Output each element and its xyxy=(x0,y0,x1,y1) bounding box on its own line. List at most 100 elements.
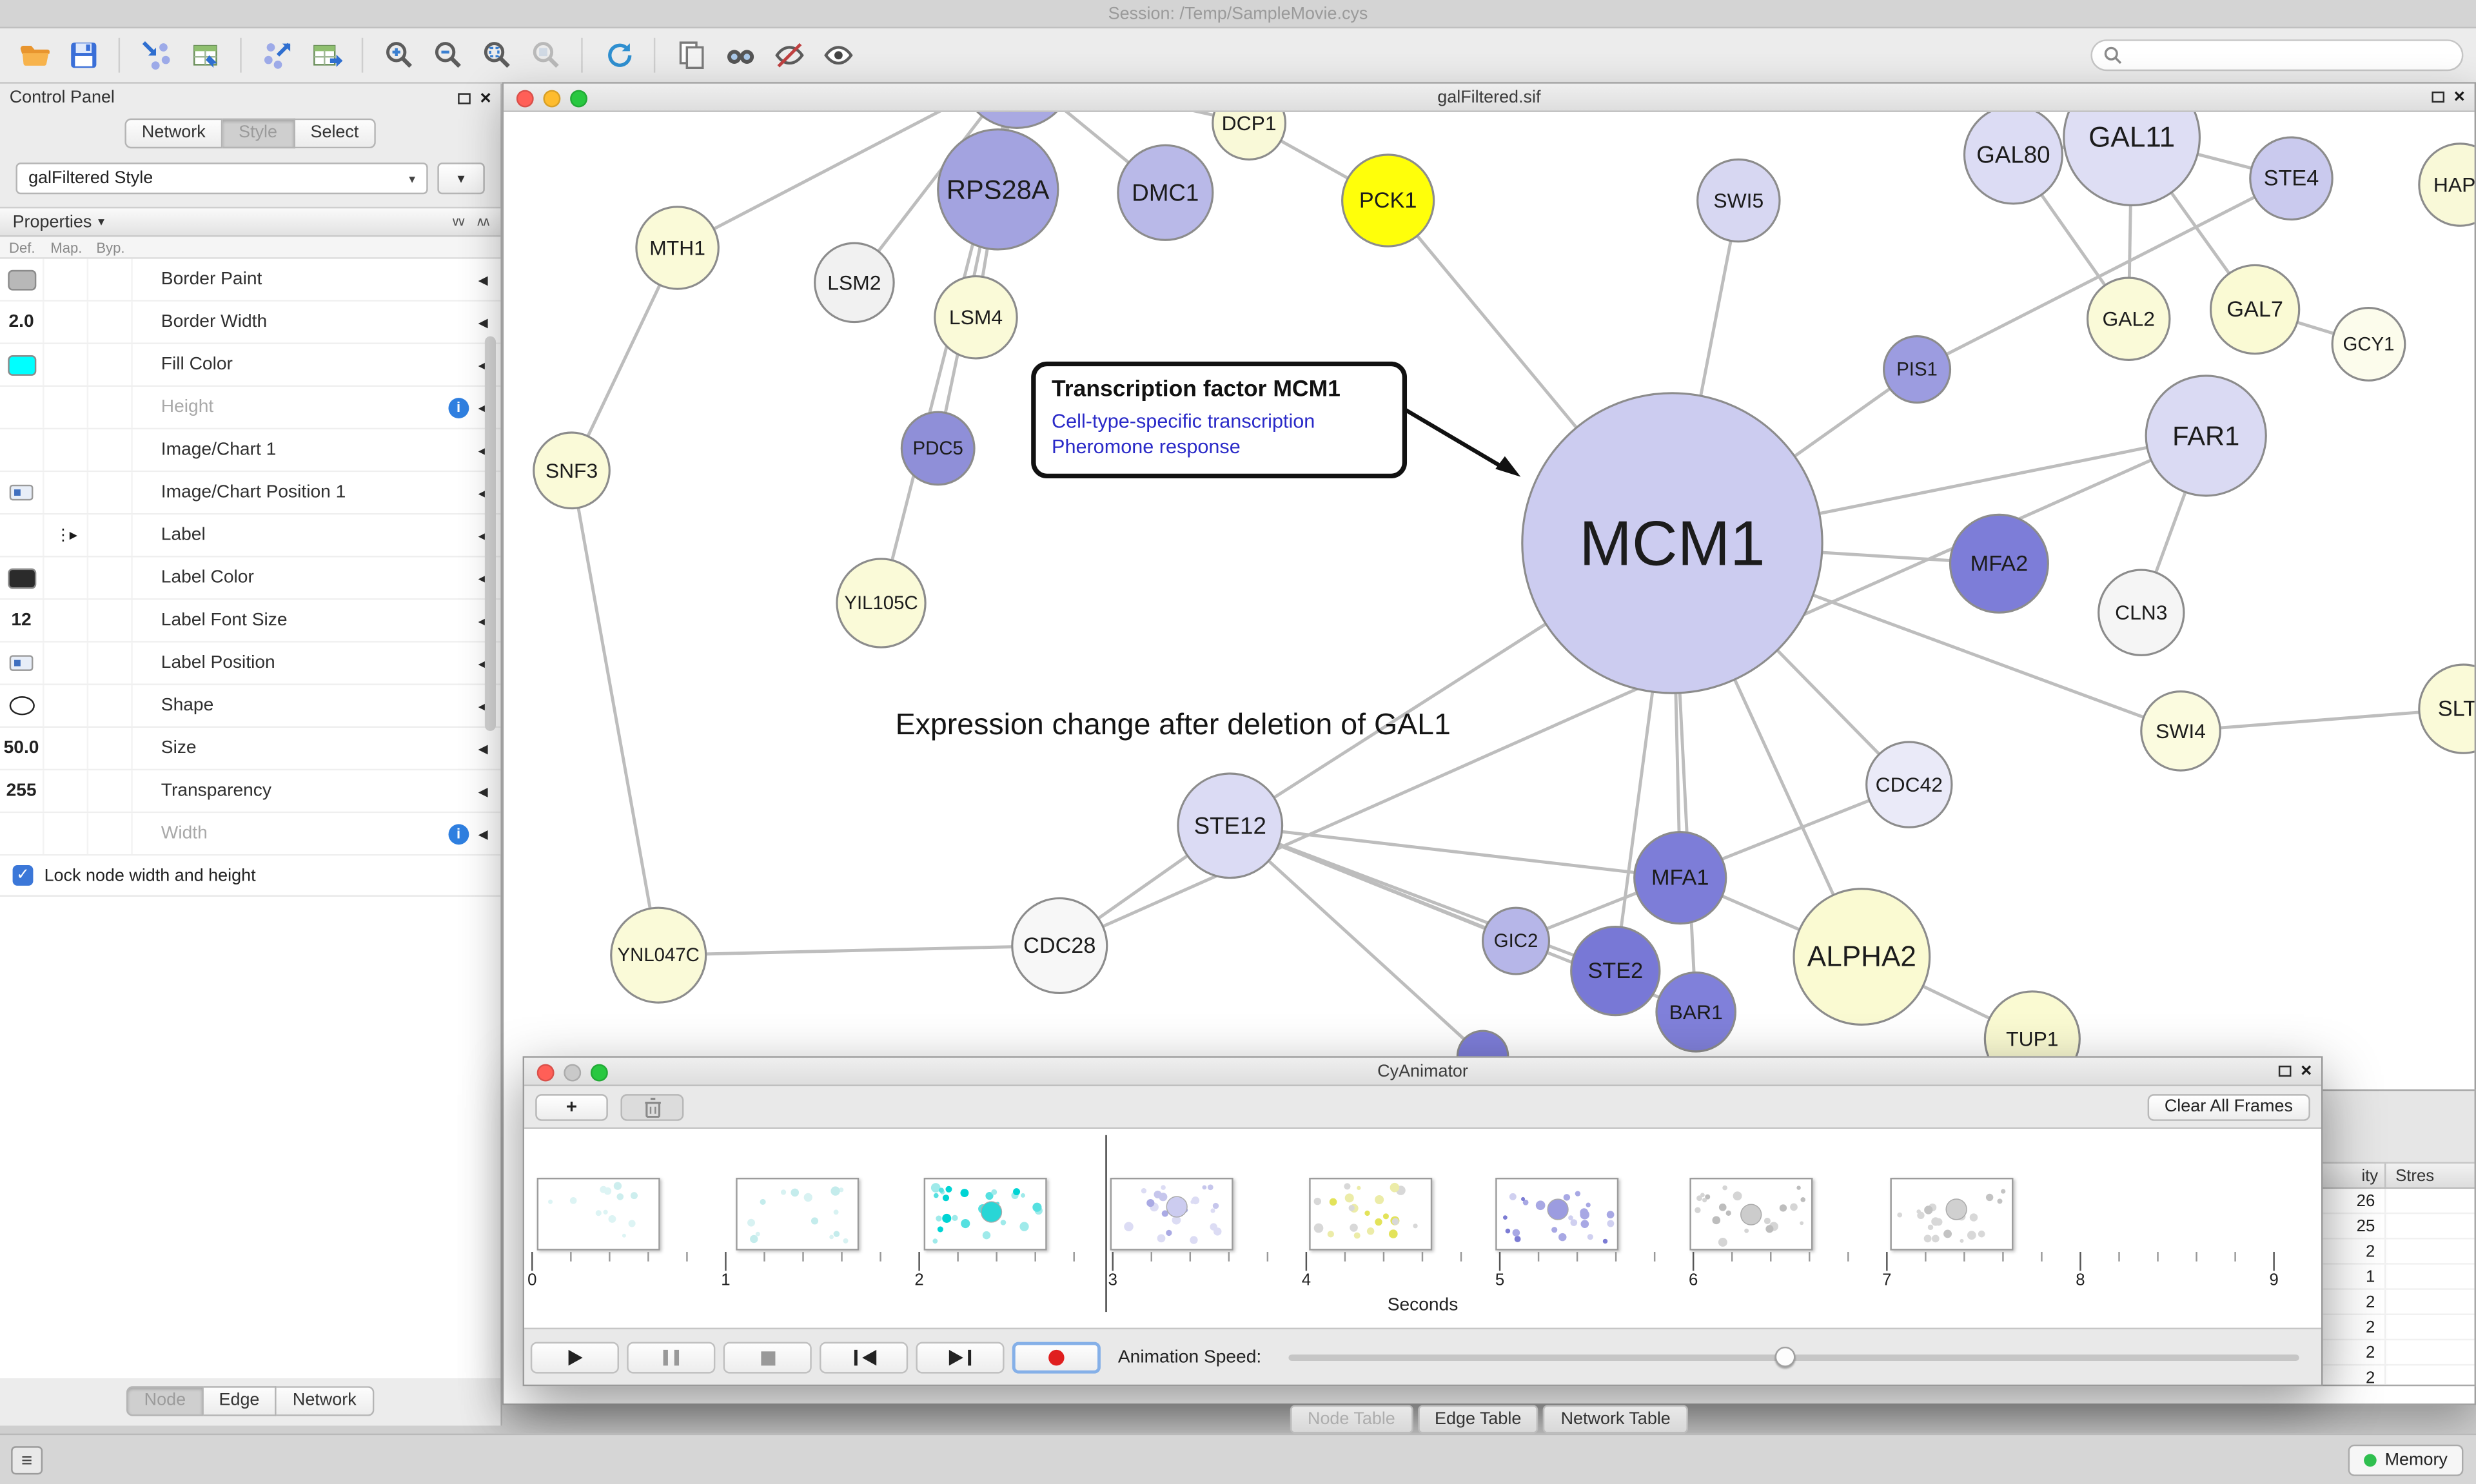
zoom-in-icon[interactable] xyxy=(377,34,420,77)
expand-row-icon[interactable]: ◀ xyxy=(478,826,488,841)
default-value-cell[interactable] xyxy=(0,259,44,300)
canvas-caption-text[interactable]: Expression change after deletion of GAL1 xyxy=(895,708,1451,743)
style-options-button[interactable]: ▾ xyxy=(437,162,485,195)
close-window-icon[interactable] xyxy=(536,1064,555,1082)
network-node-MTH1[interactable] xyxy=(635,206,720,290)
default-value-cell[interactable] xyxy=(0,514,44,556)
network-edge[interactable] xyxy=(676,112,1017,249)
table-row[interactable]: 26 xyxy=(2244,1189,2475,1215)
mapping-cell[interactable] xyxy=(44,727,89,769)
mapping-cell[interactable] xyxy=(44,685,89,727)
network-node-RPS28A[interactable] xyxy=(937,128,1059,251)
mapping-cell[interactable] xyxy=(44,770,89,812)
import-network-icon[interactable] xyxy=(134,34,177,77)
properties-header[interactable]: Properties ▾ ∨∨ ∧∧ xyxy=(0,206,501,237)
bypass-cell[interactable] xyxy=(88,259,133,300)
slider-thumb[interactable] xyxy=(1774,1346,1796,1367)
frame-thumbnail-7[interactable] xyxy=(1890,1177,2014,1251)
frame-thumbnail-0[interactable] xyxy=(536,1177,660,1251)
default-value-cell[interactable]: 2.0 xyxy=(0,301,44,343)
play-button[interactable] xyxy=(530,1342,620,1374)
property-row-image-chart-position-1[interactable]: Image/Chart Position 1◀ xyxy=(0,472,501,515)
lock-size-row[interactable]: ✓ Lock node width and height xyxy=(0,855,501,897)
network-node-GAL80[interactable] xyxy=(1963,112,2063,205)
network-node-PCK1[interactable] xyxy=(1341,153,1435,248)
column-radiality[interactable]: ity xyxy=(2244,1163,2386,1187)
mapping-cell[interactable] xyxy=(44,557,89,599)
network-node-MFA1[interactable] xyxy=(1633,831,1727,925)
network-node-SWI5[interactable] xyxy=(1696,158,1781,243)
property-row-image-chart-1[interactable]: Image/Chart 1◀ xyxy=(0,429,501,473)
frame-thumbnail-4[interactable] xyxy=(1309,1177,1433,1251)
network-node-STE4[interactable] xyxy=(2249,136,2334,221)
add-frame-button[interactable]: + xyxy=(535,1093,608,1120)
zoom-window-icon[interactable] xyxy=(570,90,588,108)
tab-edge-style[interactable]: Edge xyxy=(203,1386,277,1416)
default-value-cell[interactable] xyxy=(0,557,44,599)
stop-button[interactable] xyxy=(723,1342,812,1374)
bypass-cell[interactable] xyxy=(88,344,133,386)
zoom-fit-icon[interactable] xyxy=(475,34,518,77)
default-value-cell[interactable]: 50.0 xyxy=(0,727,44,769)
bypass-cell[interactable] xyxy=(88,600,133,641)
search-input[interactable] xyxy=(2132,46,2451,65)
frame-thumbnail-2[interactable] xyxy=(923,1177,1047,1251)
mapping-cell[interactable] xyxy=(44,259,89,300)
network-node-RPS28B[interactable] xyxy=(960,112,1074,129)
float-window-icon[interactable] xyxy=(2432,92,2444,103)
mapping-cell[interactable]: ⋮▸ xyxy=(44,514,89,556)
network-node-GIC2[interactable] xyxy=(1482,906,1551,975)
frame-thumbnail-6[interactable] xyxy=(1689,1177,1813,1251)
bypass-cell[interactable] xyxy=(88,557,133,599)
animation-speed-slider[interactable] xyxy=(1288,1346,2299,1367)
expand-all-icon[interactable]: ∨∨ xyxy=(451,215,466,229)
checkbox-checked-icon[interactable]: ✓ xyxy=(12,865,34,886)
pause-button[interactable] xyxy=(627,1342,716,1374)
network-edge[interactable] xyxy=(852,112,1017,284)
tab-node-style[interactable]: Node xyxy=(126,1386,204,1416)
network-edge[interactable] xyxy=(1017,112,1250,125)
mapping-cell[interactable] xyxy=(44,600,89,641)
network-node-DMC1[interactable] xyxy=(1117,144,1214,241)
bypass-cell[interactable] xyxy=(88,642,133,684)
previous-frame-button[interactable] xyxy=(820,1342,909,1374)
network-node-CDC28[interactable] xyxy=(1011,897,1108,995)
property-row-label-color[interactable]: Label Color◀ xyxy=(0,557,501,600)
record-button[interactable] xyxy=(1012,1342,1101,1374)
network-node-GAL11[interactable] xyxy=(2063,112,2201,206)
default-value-cell[interactable] xyxy=(0,685,44,727)
default-value-cell[interactable] xyxy=(0,387,44,428)
close-view-icon[interactable]: × xyxy=(2453,85,2465,108)
network-node-YNL047C[interactable] xyxy=(610,906,707,1004)
network-edge[interactable] xyxy=(1230,824,1680,880)
default-value-cell[interactable] xyxy=(0,344,44,386)
default-value-cell[interactable] xyxy=(0,813,44,854)
network-node-CDC42[interactable] xyxy=(1865,741,1953,828)
tab-network-table[interactable]: Network Table xyxy=(1543,1404,1688,1433)
float-panel-icon[interactable] xyxy=(458,93,471,104)
frame-thumbnail-3[interactable] xyxy=(1110,1177,1233,1251)
mapping-cell[interactable] xyxy=(44,301,89,343)
tab-node-table[interactable]: Node Table xyxy=(1290,1404,1413,1433)
hide-selected-eye-slash-icon[interactable] xyxy=(767,34,810,77)
table-row[interactable]: 2 xyxy=(2244,1365,2475,1385)
table-row[interactable]: 2 xyxy=(2244,1289,2475,1316)
expand-row-icon[interactable]: ◀ xyxy=(478,741,488,756)
bypass-cell[interactable] xyxy=(88,472,133,513)
playhead[interactable] xyxy=(1105,1135,1107,1313)
network-node-GAL2[interactable] xyxy=(2086,277,2171,361)
network-node-DCP1[interactable] xyxy=(1212,112,1287,161)
frame-thumbnail-5[interactable] xyxy=(1495,1177,1619,1251)
property-row-fill-color[interactable]: Fill Color◀ xyxy=(0,344,501,387)
tab-network[interactable]: Network xyxy=(124,118,223,149)
save-session-icon[interactable] xyxy=(62,34,104,77)
network-window-titlebar[interactable]: galFiltered.sif × xyxy=(504,83,2475,112)
frame-thumbnail-1[interactable] xyxy=(736,1177,860,1251)
bypass-cell[interactable] xyxy=(88,301,133,343)
delete-frame-button[interactable] xyxy=(620,1093,684,1120)
network-node-GCY1[interactable] xyxy=(2331,306,2406,382)
network-node-MCM1[interactable] xyxy=(1521,392,1823,694)
